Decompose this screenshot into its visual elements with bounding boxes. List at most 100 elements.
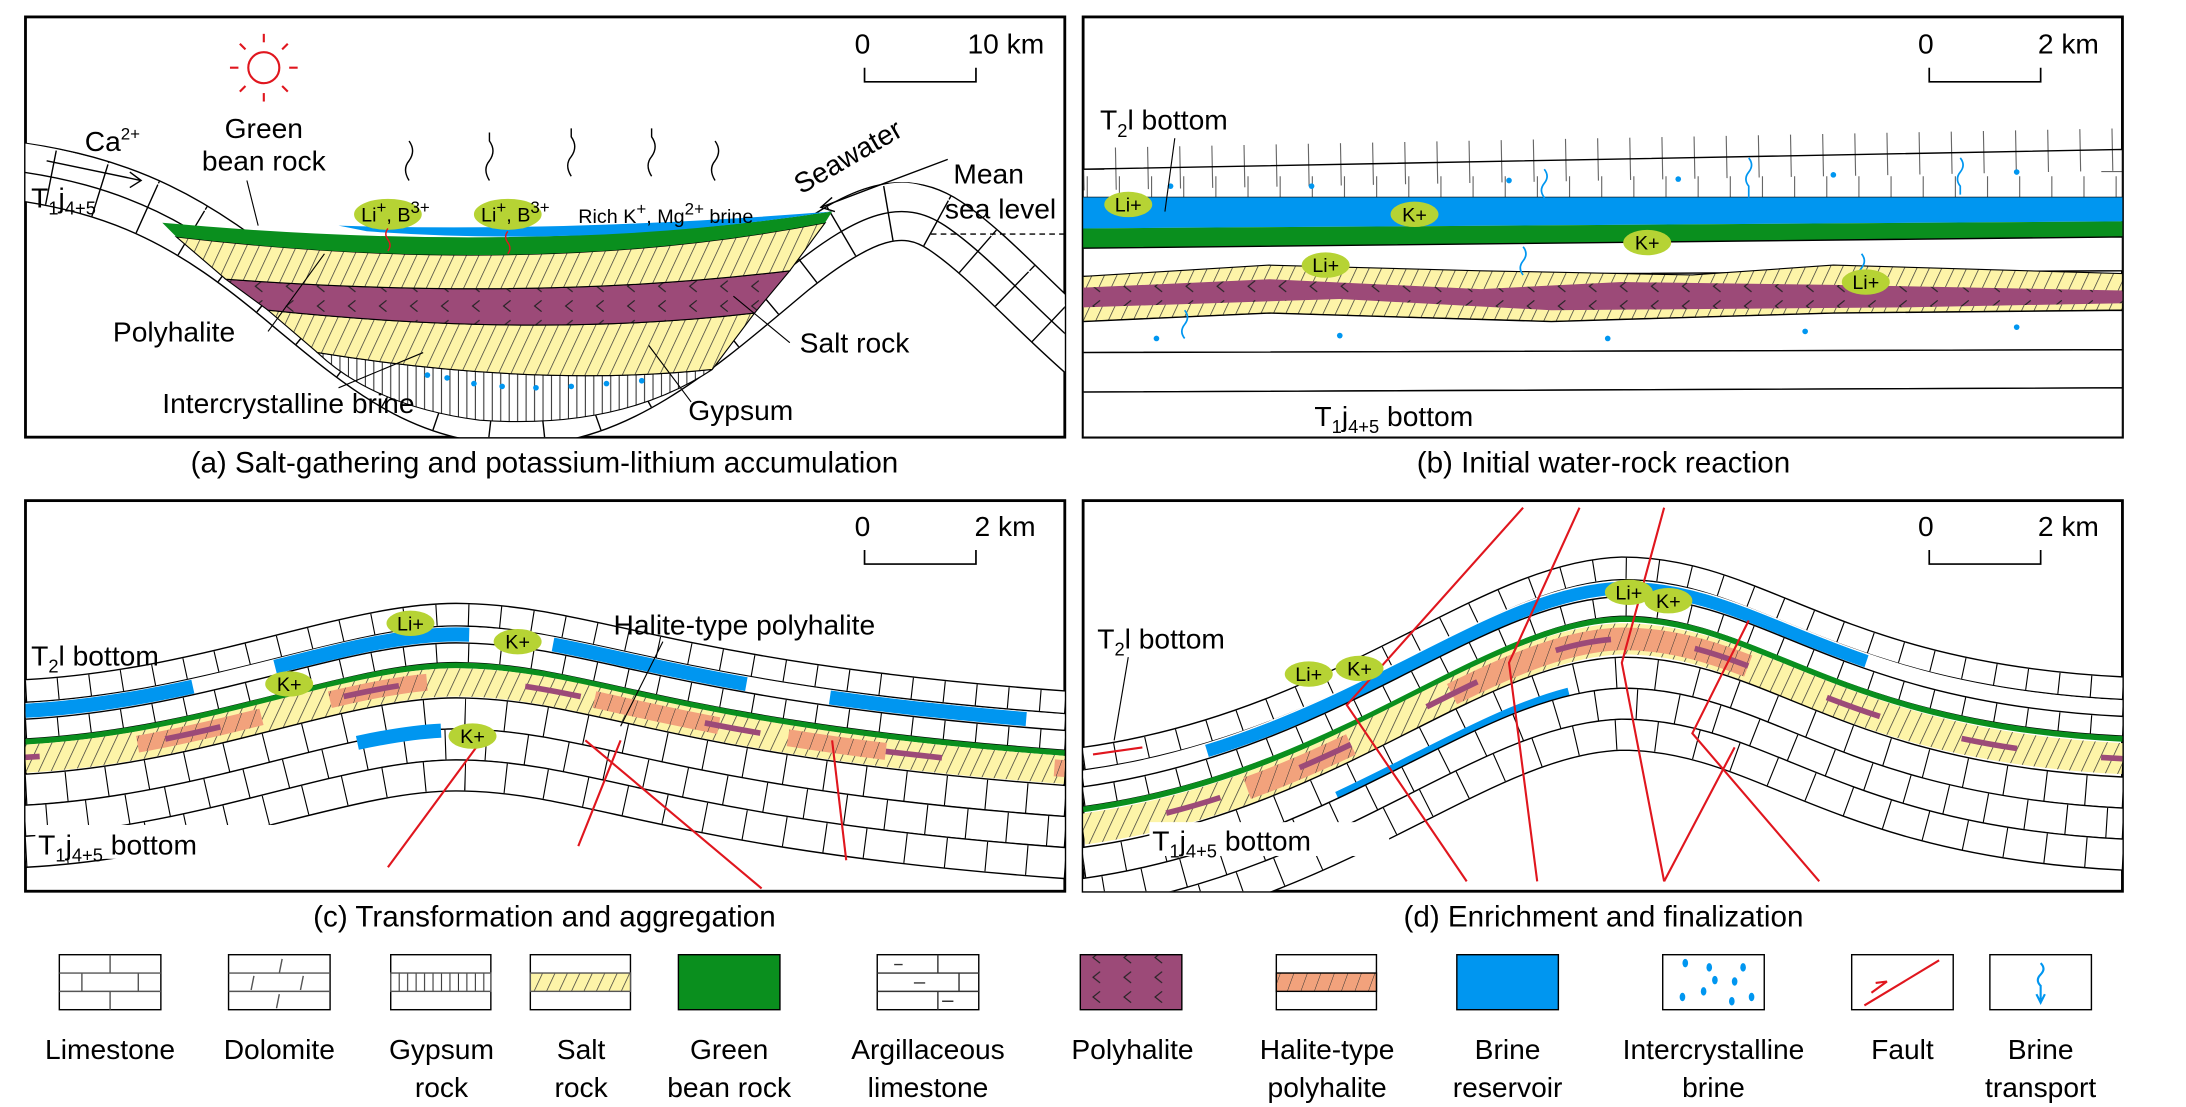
svg-text:Polyhalite: Polyhalite [113, 315, 235, 347]
svg-text:K+: K+ [1402, 204, 1427, 226]
faults [1092, 506, 1821, 883]
panel-d: 0 2 km T2l bottom Li+ K+ Li+ K+ T1j4+5 b… [1081, 499, 2124, 933]
scale-bar-d: 0 2 km [1918, 510, 2099, 565]
brine-lens [338, 211, 833, 237]
svg-text:Polyhalite: Polyhalite [1071, 1033, 1193, 1065]
ion-k-2: K+ [1644, 588, 1693, 614]
svg-text:Li+: Li+ [1295, 664, 1322, 686]
svg-text:polyhalite: polyhalite [1268, 1071, 1387, 1103]
panel-b: 0 2 km T2l bottom Li+ K+ K+ Li+ Li+ T1j4… [1081, 15, 2124, 479]
panel-a: 0 10 km Ca2+ Green bean rock T1j4+5 Li+,… [24, 15, 1067, 479]
svg-text:Brine: Brine [2008, 1033, 2074, 1065]
svg-text:2 km: 2 km [2038, 28, 2099, 60]
svg-text:Li+: Li+ [1615, 582, 1642, 604]
ion-li-1: Li+ [1104, 191, 1153, 218]
svg-text:Green: Green [225, 112, 303, 144]
svg-text:Gypsum: Gypsum [389, 1033, 494, 1065]
caption-a: (a) Salt-gathering and potassium-lithium… [191, 446, 899, 479]
svg-text:Salt: Salt [557, 1033, 606, 1065]
li-b-ion-2: Li+, B3+ [473, 198, 550, 255]
legend-limestone-swatch [58, 953, 162, 1011]
t1j-bottom-label: T1j4+5 bottom [38, 829, 197, 866]
t2l-bottom-label: T2l bottom [31, 640, 159, 677]
ion-k-1: K+ [1390, 201, 1439, 228]
svg-text:Li+: Li+ [1115, 195, 1142, 217]
svg-text:K+: K+ [460, 726, 485, 748]
legend-gypsum-swatch [390, 953, 492, 1011]
svg-text:Li+: Li+ [397, 613, 424, 635]
ion-li: Li+ [386, 610, 435, 636]
svg-text:K+: K+ [1347, 658, 1372, 680]
legend-salt-swatch [529, 953, 632, 1011]
caption-c: (c) Transformation and aggregation [313, 900, 776, 933]
sun-icon [229, 33, 298, 102]
svg-text:Intercrystalline: Intercrystalline [1623, 1033, 1805, 1065]
svg-text:Limestone: Limestone [45, 1033, 175, 1065]
ion-k-3: K+ [448, 723, 497, 749]
scale-bar-a: 0 10 km [855, 28, 1044, 83]
svg-text:Fault: Fault [1871, 1033, 1934, 1065]
legend-green-bean-rock-swatch [677, 953, 781, 1011]
svg-text:Li+, B3+: Li+, B3+ [481, 198, 550, 226]
svg-text:K+: K+ [505, 632, 530, 654]
svg-text:K+: K+ [1635, 233, 1660, 255]
svg-text:Li+: Li+ [1852, 272, 1879, 294]
legend-halite-type-polyhalite-swatch [1275, 953, 1378, 1011]
svg-text:rock: rock [415, 1071, 469, 1103]
svg-text:2 km: 2 km [975, 510, 1036, 542]
svg-text:10 km: 10 km [967, 28, 1044, 60]
halite-type-polyhalite-label: Halite-type polyhalite [614, 609, 876, 641]
green-bean-rock-layer [162, 211, 833, 256]
basin-fill [162, 211, 833, 423]
svg-text:Salt rock: Salt rock [800, 327, 911, 359]
t1j-bottom-label: T1j4+5 bottom [1152, 824, 1311, 861]
svg-text:0: 0 [855, 28, 871, 60]
svg-text:Li+, B3+: Li+, B3+ [361, 198, 430, 226]
rich-brine-label: Rich K+, Mg2+ brine [578, 199, 753, 227]
svg-text:limestone: limestone [868, 1071, 989, 1103]
limestone-top [1083, 148, 2123, 199]
faults [387, 732, 848, 890]
svg-text:0: 0 [855, 510, 871, 542]
svg-text:0: 0 [1918, 28, 1934, 60]
t1j-bottom-label: T1j4+5 bottom [1314, 400, 1473, 437]
svg-text:Intercrystalline brine: Intercrystalline brine [162, 387, 414, 419]
svg-text:brine: brine [1682, 1071, 1745, 1103]
svg-text:K+: K+ [277, 674, 302, 696]
caption-b: (b) Initial water-rock reaction [1417, 446, 1791, 479]
legend-dolomite-swatch [227, 953, 331, 1011]
legend-fault-swatch [1850, 953, 1954, 1011]
scale-bar-b: 0 2 km [1918, 28, 2099, 83]
ion-li-2: Li+ [1604, 579, 1653, 605]
svg-text:Gypsum: Gypsum [688, 394, 793, 426]
svg-text:sea level: sea level [945, 193, 1056, 225]
svg-text:Brine: Brine [1475, 1033, 1541, 1065]
svg-text:0: 0 [1918, 510, 1934, 542]
seawater-arrow [819, 158, 948, 213]
intercrystalline-brine-dots [424, 372, 645, 391]
intercrystalline-brine-dots [1153, 169, 2020, 342]
ion-k-1: K+ [1335, 655, 1384, 682]
svg-text:K+: K+ [1656, 591, 1681, 613]
svg-text:Halite-type: Halite-type [1260, 1033, 1395, 1065]
legend-brine-reservoir-swatch [1456, 953, 1560, 1011]
ion-li-1: Li+ [1284, 661, 1333, 687]
svg-text:2 km: 2 km [2038, 510, 2099, 542]
caption-d: (d) Enrichment and finalization [1404, 900, 1804, 933]
ion-k-2: K+ [265, 671, 314, 697]
legend-polyhalite-swatch [1079, 953, 1183, 1011]
legend-brine-transport-swatch [1989, 953, 2093, 1011]
svg-text:rock: rock [554, 1071, 608, 1103]
ca-ion-label: Ca2+ [85, 125, 140, 157]
legend-intercrystalline-brine-swatch [1662, 953, 1765, 1011]
scale-bar-c: 0 2 km [855, 510, 1036, 565]
svg-text:Dolomite: Dolomite [224, 1033, 335, 1065]
panel-c: 0 2 km T2l bottom Halite-type polyhalite… [24, 499, 1067, 933]
svg-text:Argillaceous: Argillaceous [851, 1033, 1005, 1065]
li-b-ion-1: Li+, B3+ [354, 198, 430, 252]
ion-li-2: Li+ [1301, 252, 1350, 278]
green-bean-rock-layer [1083, 221, 2123, 249]
